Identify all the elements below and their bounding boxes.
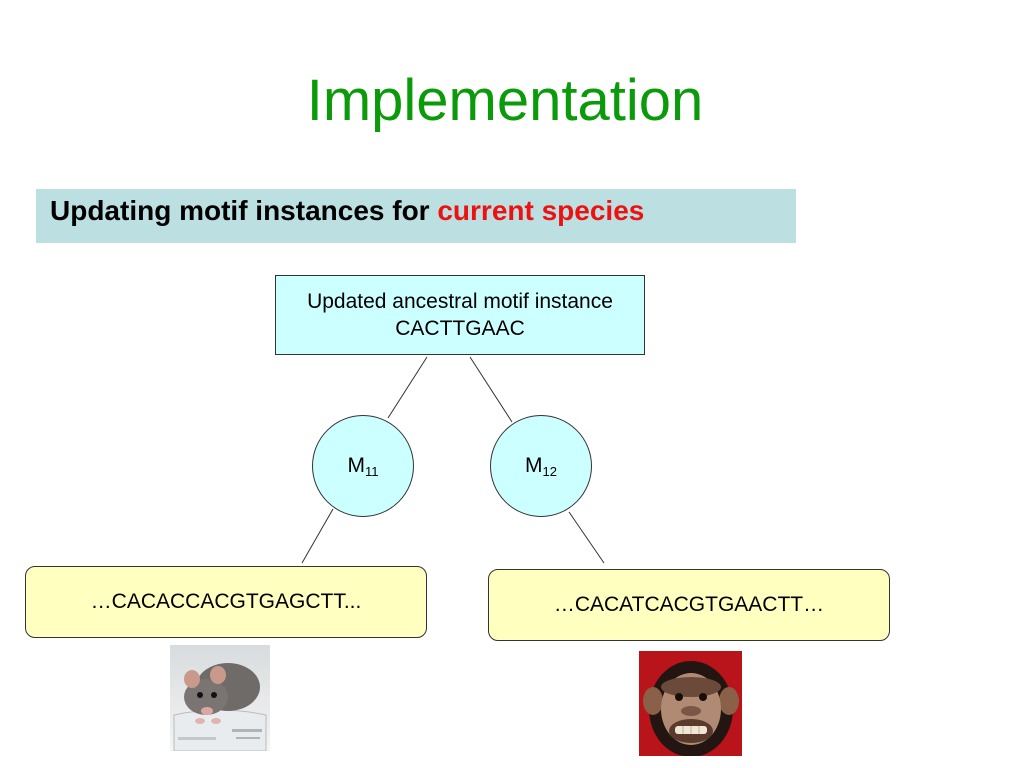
node-m11: M11 bbox=[312, 415, 414, 517]
root-sequence: CACTTGAAC bbox=[395, 317, 525, 340]
root-label: Updated ancestral motif instance bbox=[307, 290, 613, 313]
subtitle-prefix: Updating motif instances for bbox=[50, 195, 438, 226]
edge-root-m12 bbox=[469, 356, 513, 423]
sequence-box-rat: …CACACCACGTGAGCTT... bbox=[25, 566, 427, 638]
subtitle-highlight: current species bbox=[437, 195, 645, 226]
edge-m11-seq1 bbox=[301, 508, 334, 564]
sequence-box-chimp: …CACATCACGTGAACTT… bbox=[488, 569, 890, 641]
node-m11-label: M bbox=[347, 454, 366, 477]
subtitle-bar: Updating motif instances for current spe… bbox=[36, 189, 796, 243]
node-m11-subscript: 11 bbox=[365, 464, 379, 479]
edge-m12-seq2 bbox=[568, 511, 605, 564]
subtitle: Updating motif instances for current spe… bbox=[50, 192, 644, 230]
node-m12-subscript: 12 bbox=[542, 464, 557, 479]
slide-title: Implementation bbox=[306, 68, 704, 133]
edge-root-m11 bbox=[387, 356, 428, 419]
rat-photo-icon bbox=[170, 645, 270, 751]
node-m12: M12 bbox=[490, 415, 592, 517]
chimpanzee-photo-icon bbox=[639, 651, 742, 756]
sequence-text-chimp: …CACATCACGTGAACTT… bbox=[553, 593, 825, 616]
node-m12-label: M bbox=[525, 454, 543, 477]
root-ancestral-motif-box: Updated ancestral motif instance CACTTGA… bbox=[275, 275, 645, 355]
sequence-text-rat: …CACACCACGTGAGCTT... bbox=[90, 590, 362, 613]
